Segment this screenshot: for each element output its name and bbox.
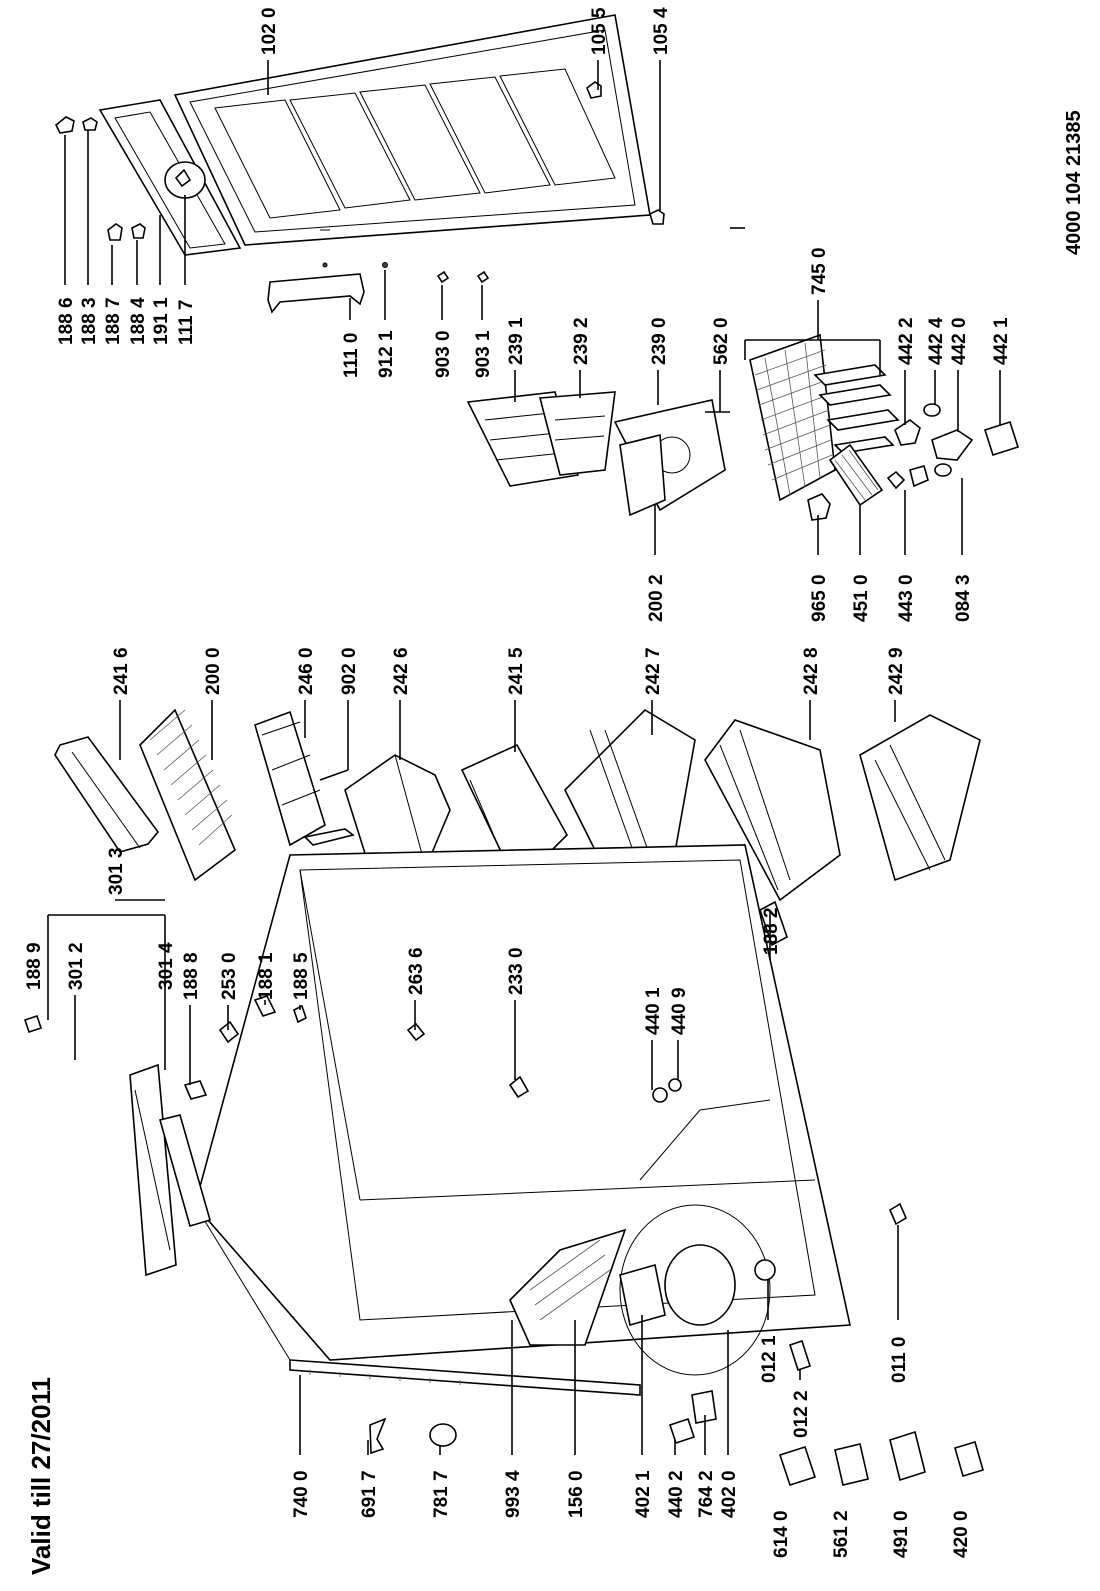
label-5620: 562 0 [711,317,732,365]
label-9031: 903 1 [473,330,494,378]
cabinet-body [23,844,908,1396]
label-1887: 188 7 [103,297,124,345]
label-0121: 012 1 [759,1335,780,1383]
label-1911: 191 1 [151,297,172,345]
label-1888: 188 8 [181,952,202,1000]
bottom-small-parts [369,1339,984,1487]
label-2427: 242 7 [643,647,664,695]
label-4409: 440 9 [669,987,690,1035]
evaporator-group [466,227,1020,521]
label-9020: 902 0 [339,647,360,695]
label-4021: 402 1 [633,1470,654,1518]
label-3013: 301 3 [106,847,127,895]
label-4401: 440 1 [643,987,664,1035]
label-2000: 200 0 [203,647,224,695]
label-1886: 188 6 [56,297,77,345]
label-3014: 301 4 [156,942,177,990]
label-1881: 188 1 [256,952,277,1000]
label-4430: 443 0 [896,574,917,622]
label-5612: 561 2 [831,1510,852,1558]
label-4421: 442 1 [991,317,1012,365]
label-4510: 451 0 [851,574,872,622]
label-2428: 242 8 [801,647,822,695]
label-2002: 200 2 [646,574,667,622]
label-1885: 188 5 [291,952,312,1000]
label-2416: 241 6 [111,647,132,695]
label-0843: 084 3 [953,574,974,622]
door-small-parts [54,81,665,314]
label-2429: 242 9 [886,647,907,695]
label-1054: 105 4 [651,7,672,55]
label-2426: 242 6 [391,647,412,695]
label-2636: 263 6 [406,947,427,995]
label-1882: 188 2 [761,907,782,955]
label-4200: 420 0 [951,1510,972,1558]
label-2391: 239 1 [506,317,527,365]
validity-note: Valid till 27/2011 [26,1377,56,1575]
leader-lines [47,60,1001,1455]
label-9934: 993 4 [503,1470,524,1518]
label-4910: 491 0 [891,1510,912,1558]
label-1055: 105 5 [589,7,610,55]
label-4424: 442 4 [926,317,947,365]
label-2530: 253 0 [219,952,240,1000]
label-4402: 440 2 [666,1470,687,1518]
label-4422: 442 2 [896,317,917,365]
label-2330: 233 0 [506,947,527,995]
label-7400: 740 0 [291,1470,312,1518]
door-assembly [98,14,651,256]
label-1110: 111 0 [341,333,362,378]
label-6140: 614 0 [771,1510,792,1558]
label-7642: 764 2 [696,1470,717,1518]
label-3012: 301 2 [66,942,87,990]
label-2390: 239 0 [649,317,670,365]
label-9121: 912 1 [376,330,397,378]
label-2460: 246 0 [296,647,317,695]
label-1560: 156 0 [566,1470,587,1518]
label-4420: 442 0 [949,317,970,365]
label-0110: 011 0 [889,1337,910,1384]
label-7450: 745 0 [809,247,830,295]
label-2392: 239 2 [571,317,592,365]
label-2415: 241 5 [506,647,527,695]
label-7817: 781 7 [431,1470,452,1518]
label-6917: 691 7 [359,1470,380,1518]
label-4020: 402 0 [719,1470,740,1518]
label-0122: 012 2 [791,1390,812,1438]
part-labels: 102 0 105 5 105 4 188 6 188 3 188 7 188 … [24,7,1012,1558]
document-number: 4000 104 21385 [1063,110,1085,255]
label-1884: 188 4 [128,297,149,345]
label-9030: 903 0 [433,330,454,378]
label-1883: 188 3 [79,297,100,345]
label-1117: 111 7 [176,300,197,345]
label-9650: 965 0 [809,574,830,622]
label-1020: 102 0 [259,7,280,55]
label-1889: 188 9 [24,942,45,990]
